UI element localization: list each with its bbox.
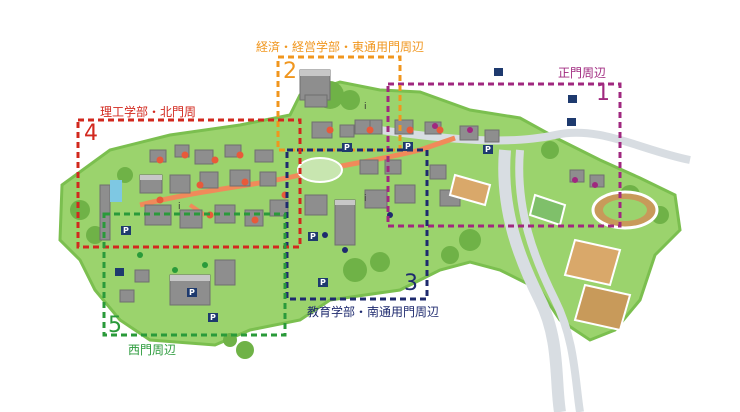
sports-fields xyxy=(448,173,659,332)
roads xyxy=(379,126,691,412)
parking-icon: P xyxy=(189,288,195,297)
parking-icon: P xyxy=(310,232,316,241)
area-4-number[interactable]: 4 xyxy=(84,121,98,146)
area-box-5 xyxy=(102,212,287,337)
parking-icon: P xyxy=(344,143,350,152)
area-box-4 xyxy=(76,118,302,249)
parking-icon: P xyxy=(320,278,326,287)
parking-icon: P xyxy=(485,145,491,154)
area-boxes xyxy=(76,55,622,337)
area-4-label[interactable]: 理工学部・北門周 xyxy=(100,105,197,119)
info-icon: i xyxy=(364,194,367,204)
area-2-number[interactable]: 2 xyxy=(283,59,297,84)
area1-markers xyxy=(432,123,598,188)
area-box-1 xyxy=(386,82,622,228)
area-1-label[interactable]: 正門周辺 xyxy=(558,66,607,80)
area5-markers xyxy=(137,252,208,273)
parking-icons xyxy=(121,142,493,322)
area-2-label[interactable]: 経済・経営学部・東通用門周辺 xyxy=(256,40,425,54)
area-box-3 xyxy=(285,148,429,301)
info-icon: i xyxy=(364,102,367,112)
area-5-label[interactable]: 西門周辺 xyxy=(128,343,177,357)
facility-markers xyxy=(156,126,444,224)
area3-markers xyxy=(322,212,393,253)
pond xyxy=(110,180,122,202)
parking-icon: P xyxy=(123,226,129,235)
area-3-label[interactable]: 教育学部・南通用門周辺 xyxy=(307,305,440,319)
area-1-number[interactable]: 1 xyxy=(596,81,610,106)
area-5-number[interactable]: 5 xyxy=(108,313,122,338)
building-roofs xyxy=(140,70,355,281)
parking-icon: P xyxy=(405,142,411,151)
info-icon: i xyxy=(178,202,181,212)
bus-stop-icons xyxy=(115,68,577,276)
parking-icon: P xyxy=(210,313,216,322)
area-3-number[interactable]: 3 xyxy=(404,271,418,296)
